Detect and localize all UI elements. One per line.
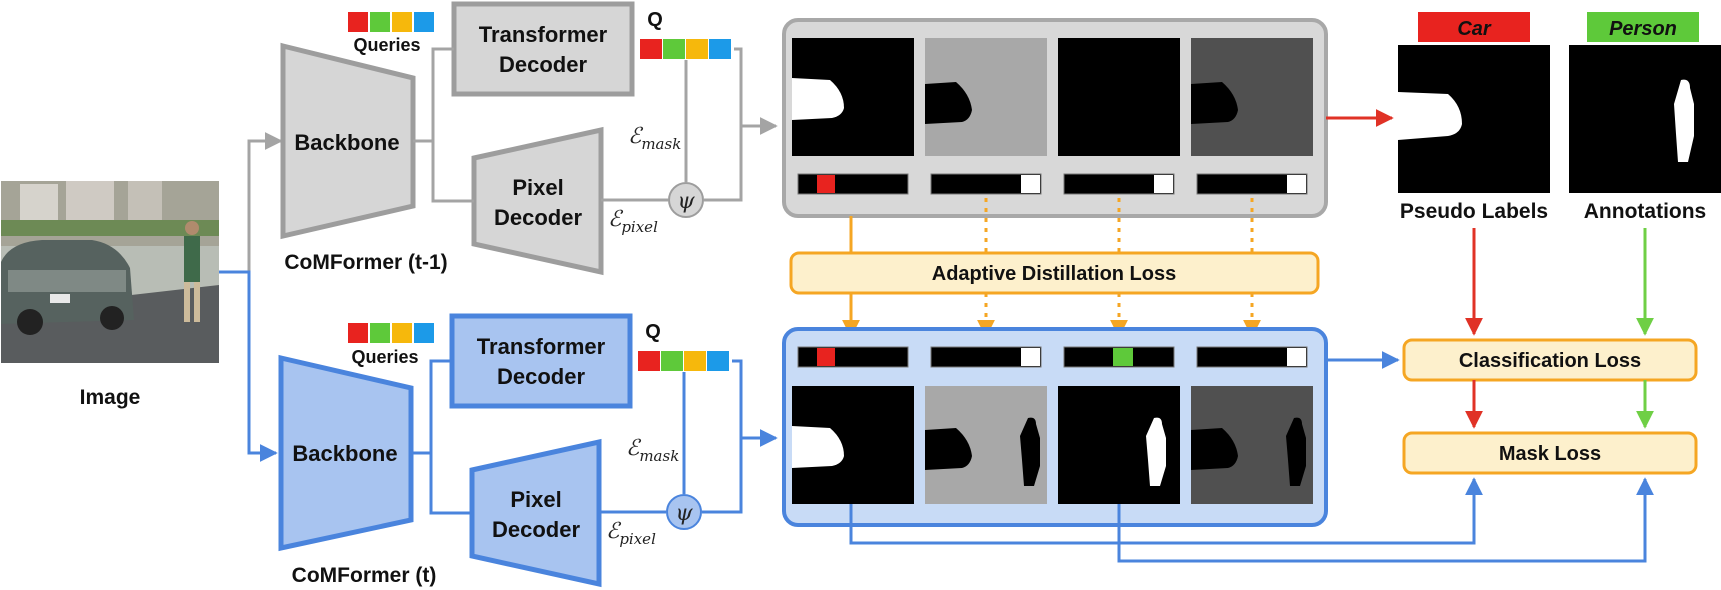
new-backbone	[278, 354, 414, 552]
old-conn-backbone-pixel	[431, 141, 474, 203]
mask-loss-box	[1402, 431, 1698, 475]
new-class-bar-3	[1063, 346, 1175, 368]
mask-loss-label: Mask Loss	[1499, 443, 1601, 465]
new-model-name: CoMFormer (t)	[292, 564, 437, 587]
old-backbone-label: Backbone	[294, 130, 399, 155]
old-mask-1	[792, 38, 914, 156]
annotations-label: Annotations	[1584, 200, 1706, 223]
new-psi-symbol: ψ	[675, 501, 693, 526]
arrow-image-to-new-backbone	[219, 270, 278, 462]
new-e-mask: ℰmask	[626, 436, 679, 465]
pseudo-labels-label: Pseudo Labels	[1400, 200, 1548, 223]
arrow-new-mask1-to-mask-loss	[849, 477, 1483, 545]
new-class-bar-4	[1196, 346, 1308, 368]
person-tag-label: Person	[1609, 18, 1677, 40]
new-mask-2	[925, 386, 1047, 504]
new-e-pixel: ℰpixel	[606, 519, 656, 548]
new-class-bar-2	[930, 346, 1042, 368]
old-pixel-decoder	[471, 126, 604, 276]
old-class-bar-1	[797, 173, 909, 195]
old-conn-psi-out	[704, 47, 743, 202]
pseudo-label-mask	[1398, 45, 1550, 193]
old-query-embeddings	[640, 39, 731, 59]
old-mask-4	[1191, 38, 1313, 156]
new-backbone-label: Backbone	[292, 441, 397, 466]
new-conn-backbone-pixel	[429, 453, 472, 515]
old-e-pixel: ℰpixel	[608, 207, 658, 236]
old-e-mask: ℰmask	[628, 124, 681, 153]
car-tag	[1418, 12, 1530, 42]
new-class-bar-1	[797, 346, 909, 368]
old-pixel-decoder-line1: Pixel	[512, 175, 563, 200]
car-tag-label: Car	[1457, 18, 1492, 40]
new-queries-label: Queries	[351, 347, 418, 367]
old-psi-symbol: ψ	[677, 189, 695, 214]
new-conn-backbone-transformer	[411, 359, 452, 455]
person-tag	[1587, 12, 1699, 42]
old-mask-3	[1058, 38, 1180, 156]
old-queries	[348, 12, 434, 32]
old-psi-node	[668, 182, 704, 218]
old-queries-label: Queries	[353, 35, 420, 55]
input-image	[1, 181, 219, 363]
annotation-mask	[1569, 45, 1721, 193]
old-model-name: CoMFormer (t-1)	[284, 251, 447, 274]
old-transformer-decoder	[451, 1, 635, 97]
new-transformer-decoder	[449, 313, 633, 409]
new-conn-psi-out	[702, 359, 743, 514]
old-transformer-decoder-line2: Decoder	[499, 52, 587, 77]
old-q-label: Q	[647, 9, 663, 31]
adaptive-distillation-loss-label: Adaptive Distillation Loss	[932, 263, 1176, 285]
new-pixel-decoder-line1: Pixel	[510, 487, 561, 512]
new-mask-1	[792, 386, 914, 504]
old-backbone	[280, 42, 416, 240]
classification-loss-box	[1402, 338, 1698, 382]
adaptive-distillation-loss-box	[789, 251, 1320, 295]
arrow-image-to-old-backbone	[219, 132, 283, 274]
old-pixel-decoder-line2: Decoder	[494, 205, 582, 230]
new-query-embeddings	[638, 351, 729, 371]
new-queries	[348, 323, 434, 343]
new-mask-4	[1191, 386, 1313, 504]
new-transformer-decoder-line2: Decoder	[497, 364, 585, 389]
new-q-label: Q	[645, 321, 661, 343]
old-conn-backbone-transformer	[413, 47, 454, 143]
new-mask-3	[1058, 386, 1180, 504]
classification-loss-label: Classification Loss	[1459, 350, 1641, 372]
new-transformer-decoder-line1: Transformer	[477, 334, 606, 359]
old-mask-2	[925, 38, 1047, 156]
old-class-bar-3	[1063, 173, 1175, 195]
arrow-new-mask3-to-mask-loss	[1117, 477, 1654, 563]
new-pixel-decoder-line2: Decoder	[492, 517, 580, 542]
new-psi-node	[666, 494, 702, 530]
old-class-bar-2	[930, 173, 1042, 195]
old-class-bar-4	[1196, 173, 1308, 195]
new-output-panel	[782, 327, 1328, 527]
image-label: Image	[80, 386, 141, 409]
old-transformer-decoder-line1: Transformer	[479, 22, 608, 47]
new-pixel-decoder	[469, 438, 602, 588]
